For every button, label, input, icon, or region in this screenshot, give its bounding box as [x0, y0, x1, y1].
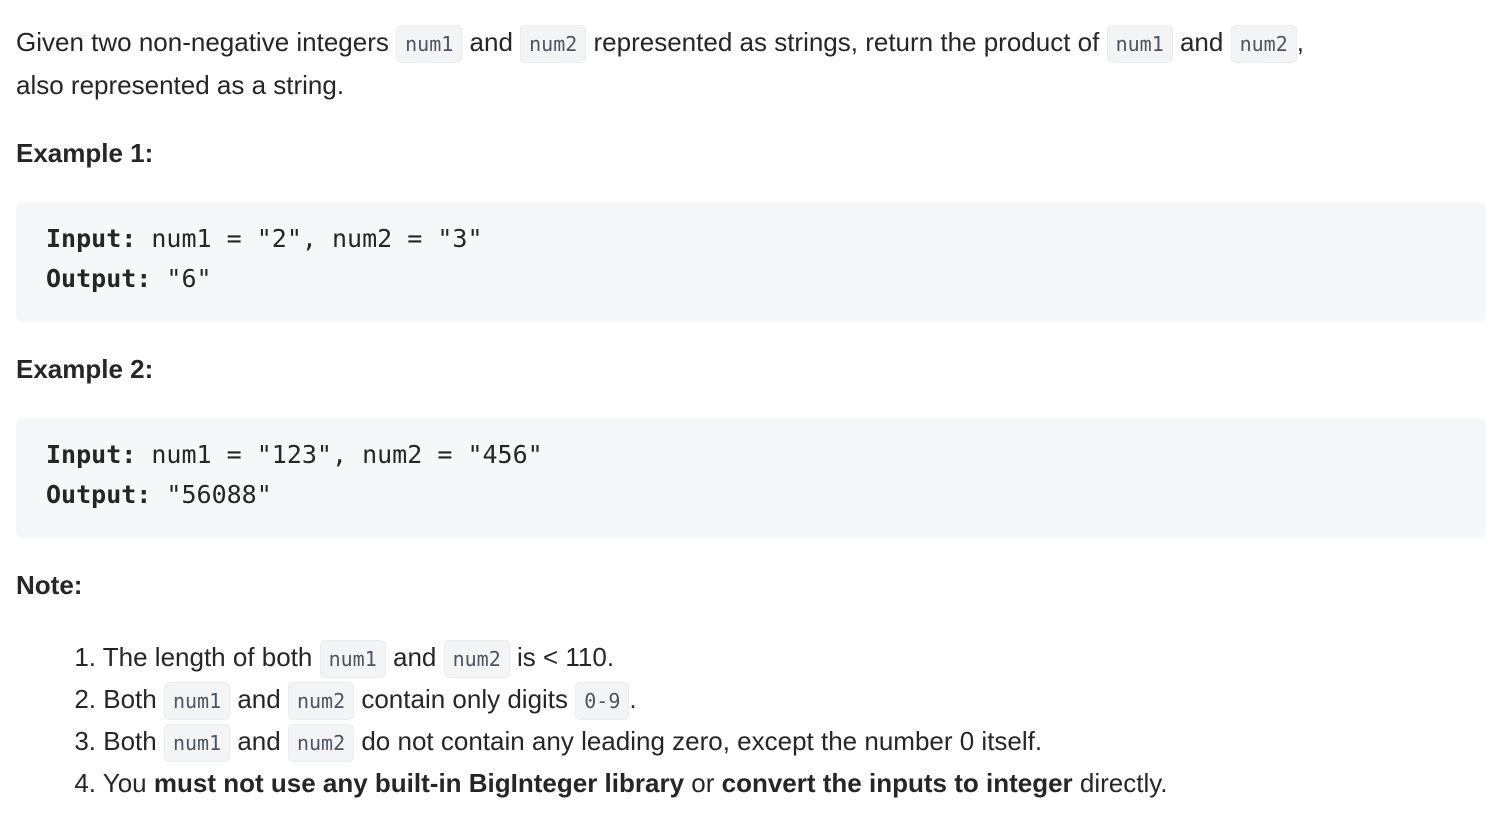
intro-paragraph: Given two non-negative integers num1 and…	[16, 22, 1488, 106]
note-text: do not contain any leading zero, except …	[354, 726, 1043, 756]
note-item-2: 2. Both num1 and num2 contain only digit…	[16, 678, 1168, 720]
input-label: Input:	[46, 440, 137, 469]
note-heading: Note:	[16, 570, 83, 600]
inline-code-digits: 0-9	[575, 682, 630, 720]
inline-code-num2: num2	[1230, 25, 1297, 63]
output-value: "6"	[151, 264, 212, 293]
output-label: Output:	[46, 264, 152, 293]
note-text: Both	[103, 684, 164, 714]
intro-text: and	[1172, 27, 1231, 57]
example-1-heading: Example 1:	[16, 138, 154, 168]
inline-code-num1: num1	[319, 640, 386, 678]
intro-text: and	[462, 27, 521, 57]
note-item-3: 3. Both num1 and num2 do not contain any…	[16, 720, 1168, 762]
note-text: or	[684, 768, 722, 798]
intro-line-1: Given two non-negative integers num1 and…	[16, 22, 1488, 65]
inline-code-num1: num1	[163, 724, 231, 762]
note-list: 1. The length of both num1 and num2 is <…	[16, 636, 1168, 804]
list-number: 2.	[74, 684, 96, 714]
input-label: Input:	[46, 224, 137, 253]
example-1-output-line: Output: "6"	[46, 264, 212, 293]
note-bold-text: must not use any built-in BigInteger lib…	[153, 768, 685, 798]
output-value: "56088"	[151, 480, 272, 509]
inline-code-num1: num1	[1106, 25, 1173, 63]
note-item-1: 1. The length of both num1 and num2 is <…	[16, 636, 1168, 678]
inline-code-num1: num1	[163, 682, 231, 720]
intro-text: Given two non-negative integers	[16, 27, 397, 57]
note-text: and	[230, 726, 288, 756]
note-text: You	[102, 768, 154, 798]
inline-code-num1: num1	[396, 25, 463, 63]
list-number: 4.	[74, 768, 96, 798]
note-text: .	[629, 684, 637, 714]
example-2-codeblock: Input: num1 = "123", num2 = "456" Output…	[16, 418, 1486, 538]
note-text: and	[385, 642, 444, 672]
intro-text: ,	[1296, 27, 1304, 57]
list-number: 3.	[74, 726, 96, 756]
note-text: is < 110.	[509, 642, 615, 672]
output-label: Output:	[46, 480, 152, 509]
note-text: The length of both	[102, 642, 320, 672]
input-value: num1 = "123", num2 = "456"	[136, 440, 543, 469]
note-text: Both	[103, 726, 164, 756]
note-text: and	[230, 684, 288, 714]
input-value: num1 = "2", num2 = "3"	[136, 224, 483, 253]
example-1-input-line: Input: num1 = "2", num2 = "3"	[46, 224, 483, 253]
inline-code-num2: num2	[287, 682, 355, 720]
intro-line-2: also represented as a string.	[16, 70, 345, 100]
note-text: directly.	[1072, 768, 1168, 798]
note-text: contain only digits	[354, 684, 576, 714]
note-item-4: 4. You must not use any built-in BigInte…	[16, 762, 1168, 804]
inline-code-num2: num2	[287, 724, 355, 762]
inline-code-num2: num2	[520, 25, 587, 63]
example-2-heading: Example 2:	[16, 354, 154, 384]
list-number: 1.	[74, 642, 96, 672]
example-2-output-line: Output: "56088"	[46, 480, 272, 509]
example-2-input-line: Input: num1 = "123", num2 = "456"	[46, 440, 543, 469]
example-1-codeblock: Input: num1 = "2", num2 = "3" Output: "6…	[16, 202, 1486, 322]
inline-code-num2: num2	[443, 640, 510, 678]
intro-text: represented as strings, return the produ…	[586, 27, 1107, 57]
note-bold-text: convert the inputs to integer	[721, 768, 1073, 798]
